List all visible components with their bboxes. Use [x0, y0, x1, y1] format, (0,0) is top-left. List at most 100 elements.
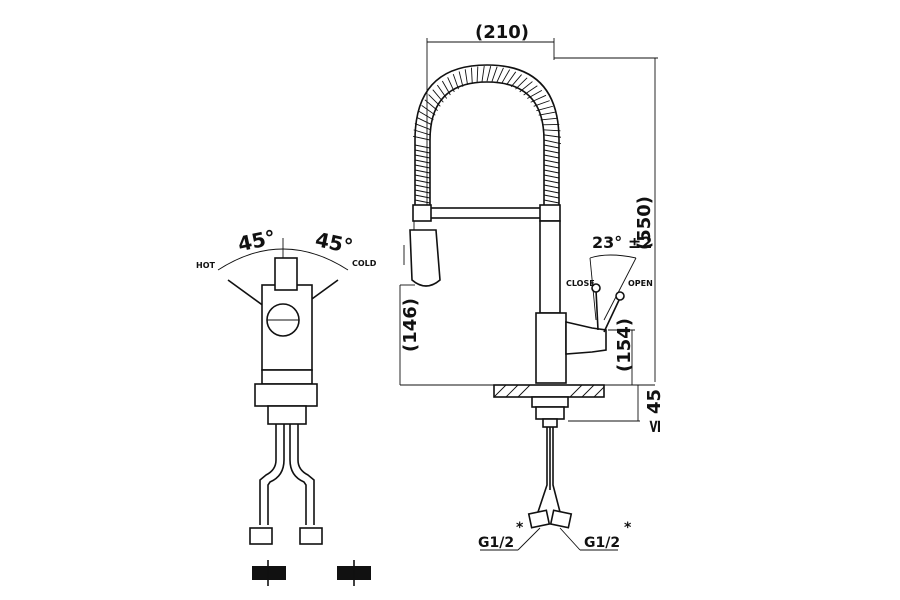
coil-turn — [543, 129, 561, 132]
label-open: OPEN — [628, 279, 653, 288]
coil-turn — [523, 85, 538, 96]
dim-width: (210) — [475, 22, 529, 43]
coil-turn — [510, 74, 522, 88]
lever-open — [603, 297, 621, 333]
label-hot: HOT — [196, 261, 215, 270]
coil-turn — [543, 144, 560, 149]
spray-head — [409, 229, 441, 287]
dim-height: (550) — [634, 196, 655, 250]
mount-nut — [531, 396, 569, 408]
coil-turn — [543, 154, 560, 159]
dim-handle: (154) — [614, 318, 635, 372]
nut-section-left — [252, 566, 286, 580]
coil-turn — [414, 169, 431, 174]
thread-left: G1/2 — [478, 535, 514, 551]
cold-hose — [289, 424, 307, 525]
coil-turn — [414, 154, 431, 159]
coil-turn — [414, 174, 431, 179]
coil-turn — [506, 71, 517, 86]
coil-turn — [424, 99, 438, 111]
coil-turn — [486, 65, 492, 82]
spring-inner — [429, 81, 545, 205]
label-close: CLOSE — [566, 279, 595, 288]
handle-mount — [565, 320, 607, 355]
coil-turn — [543, 134, 562, 138]
dim-deck-prefix: ≤ — [644, 419, 665, 434]
coil-turn — [543, 164, 560, 169]
cold-hose-inner — [297, 424, 315, 525]
coil-turn — [543, 159, 560, 164]
front-fitting-right — [549, 509, 573, 529]
coil-turn — [515, 77, 528, 90]
coil-turn — [491, 66, 498, 82]
coil-turn — [543, 179, 560, 184]
coil-turn — [414, 194, 431, 199]
angle-lever: 23° ±2 — [592, 233, 652, 252]
coil-turn — [476, 66, 479, 83]
coil-turn — [414, 159, 431, 164]
coil-turn — [414, 199, 431, 204]
coil-turn — [436, 84, 448, 99]
lever-close — [595, 289, 599, 331]
coil-turn — [543, 139, 562, 145]
coil-turn — [543, 199, 560, 204]
shank-end — [542, 418, 558, 428]
coil-turn — [441, 80, 451, 96]
mount-nut-lower — [535, 406, 565, 420]
spray-holder — [412, 204, 432, 222]
coil-turn — [543, 149, 560, 154]
coil-turn — [418, 110, 434, 121]
coil-turn — [464, 69, 468, 85]
coil-turn — [533, 100, 550, 107]
coil-turn — [416, 116, 433, 126]
coil-turn — [530, 94, 547, 103]
coil-turn — [470, 67, 473, 84]
crossbar-clamp — [539, 204, 561, 222]
coil-turn — [481, 65, 485, 82]
coil-turn — [540, 117, 558, 121]
cold-fitting — [299, 527, 323, 545]
body-column — [539, 220, 561, 314]
dim-deck: 45 — [644, 389, 665, 414]
thread-right: G1/2 — [584, 535, 620, 551]
body-lower — [535, 312, 567, 384]
hot-hose-inner — [267, 424, 285, 525]
coil-turn — [421, 105, 436, 116]
coil-turn — [519, 81, 533, 93]
coil-turn — [501, 69, 511, 84]
coil-turn — [428, 94, 441, 107]
lever-arc — [589, 254, 637, 259]
angle-hot: 45° — [236, 225, 278, 256]
coil-turn — [414, 144, 431, 149]
coil-turn — [452, 73, 459, 90]
coil-turn — [413, 129, 431, 136]
coil-turn — [543, 189, 560, 194]
side-handle-top — [274, 257, 298, 291]
front-hoses — [537, 427, 561, 513]
coil-turn — [543, 174, 560, 179]
spout-crossbar — [417, 207, 559, 219]
angle-cold: 45° — [313, 227, 355, 258]
side-view: 45° 45° HOT COLD — [196, 225, 377, 586]
coil-turn — [414, 179, 431, 184]
coil-turn — [414, 149, 431, 154]
dim-spout: (146) — [400, 298, 421, 352]
coil-turn — [496, 67, 504, 83]
hot-fitting — [249, 527, 273, 545]
coil-turn — [414, 189, 431, 194]
asterisk-right: * — [624, 520, 632, 536]
coil-turn — [447, 77, 455, 93]
asterisk-left: * — [516, 520, 524, 536]
coil-turn — [414, 123, 432, 131]
side-base-nut — [254, 383, 318, 407]
coil-turn — [538, 111, 556, 116]
coil-turn — [432, 89, 444, 103]
side-base-ring — [261, 369, 313, 385]
label-cold: COLD — [352, 259, 377, 268]
hot-hose — [259, 424, 277, 525]
coil-turn — [527, 89, 543, 99]
side-shank — [267, 405, 307, 425]
front-view: (210) (550) 23° ±2 CLOSE OPEN — [399, 22, 665, 551]
coil-turn — [414, 164, 431, 169]
coil-turn — [543, 169, 560, 174]
